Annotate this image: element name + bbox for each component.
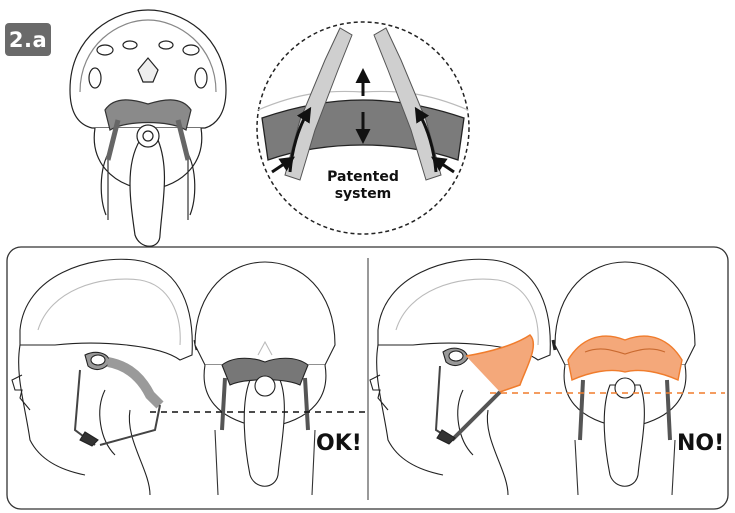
helmet-rear-view [70,10,226,246]
callout-line2: system [335,186,392,202]
verdict-ok: OK! [316,431,362,456]
correct-rear-view [195,262,335,495]
verdict-no: NO! [677,431,724,456]
vent-icon [97,45,113,55]
callout-line1: Patented [327,169,399,185]
incorrect-rear-view [555,262,695,495]
patented-system-detail: Patented system [257,22,469,234]
